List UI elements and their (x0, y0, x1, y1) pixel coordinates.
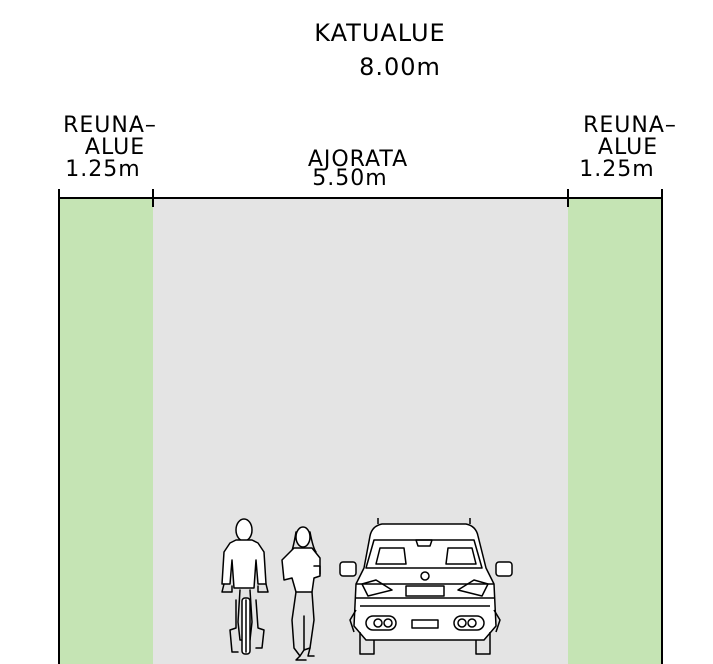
left-verge-zone (59, 198, 153, 664)
carriageway-label: AJORATA (307, 147, 409, 172)
street-title: KATUALUE (314, 19, 446, 47)
carriageway-width: 5.50m (312, 166, 388, 191)
right-verge-width: 1.25m (579, 157, 655, 182)
right-verge-zone (568, 198, 662, 664)
right-verge-label-line2: ALUE (597, 135, 659, 160)
right-verge-label-line1: REUNA– (583, 113, 677, 138)
street-total-width: 8.00m (359, 53, 441, 81)
left-verge-width: 1.25m (65, 157, 141, 182)
left-verge-label-line2: ALUE (84, 135, 146, 160)
left-verge-label-line1: REUNA– (63, 113, 157, 138)
